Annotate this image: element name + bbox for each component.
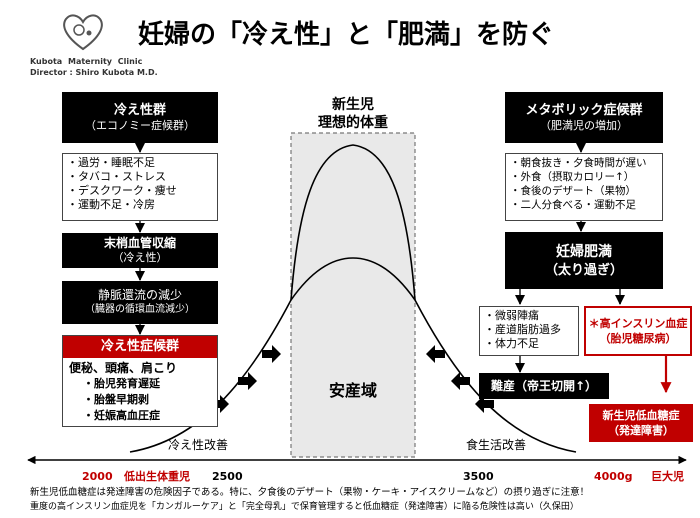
maternal-obesity-box: 妊婦肥満 （太り過ぎ）	[505, 232, 663, 289]
list-item: ・食後のデザート（果物）	[510, 185, 636, 197]
list-item: ・胎児発育遅延	[83, 377, 160, 390]
metabolic-causes-list: ・朝食抜き・夕食時間が遅い ・外食（摂取カロリー↑） ・食後のデザート（果物） …	[505, 153, 663, 221]
tick-3500: 3500	[463, 470, 494, 483]
coldness-syndrome-box: 冷え性症候群 便秘、頭痛、肩こり ・胎児発育遅延 ・胎盤早期剥 ・妊娠高血圧症	[62, 335, 218, 427]
list-item: ・妊娠高血圧症	[83, 409, 160, 422]
venous-return-box: 静脈還流の減少 （臓器の循環血流減少）	[62, 281, 218, 324]
list-item: 便秘、頭痛、肩こり	[69, 361, 178, 375]
list-item: ・デスクワーク・痩せ	[67, 184, 177, 197]
list-item: ・体力不足	[484, 337, 539, 350]
footer-note-2: 重度の高インスリン血症児を「カンガルーケア」と「完全母乳」で保育管理すると低血糖…	[30, 502, 579, 512]
list-item: ・運動不足・冷房	[67, 198, 155, 211]
safe-zone-area	[290, 132, 416, 458]
hyperinsulinemia-box: ＊高インスリン血症 （胎児糖尿病）	[584, 306, 692, 356]
page-title: 妊婦の「冷え性」と「肥満」を防ぐ	[138, 20, 555, 50]
left-improvement-arrows	[210, 345, 281, 413]
ideal-distribution-curve	[290, 144, 416, 301]
neonatal-hypoglycemia-box: 新生児低血糖症 （発達障害）	[589, 404, 693, 442]
diet-improve-label: 食生活改善	[466, 438, 527, 452]
vasoconstriction-box: 末梢血管収縮 （冷え性）	[62, 233, 218, 268]
tick-4000: 4000g	[594, 470, 633, 483]
list-item: ・過労・睡眠不足	[67, 156, 155, 169]
tick-2500: 2500	[212, 470, 243, 483]
coldness-improve-label: 冷え性改善	[168, 438, 229, 452]
list-item: ・二人分食べる・運動不足	[510, 199, 636, 211]
footer-note-1: 新生児低血糖症は発達障害の危険因子である。特に、夕食後のデザート（果物・ケーキ・…	[30, 487, 590, 498]
clinic-director: Director : Shiro Kubota M.D.	[30, 68, 158, 77]
ideal-weight-label: 新生児 理想的体重	[318, 97, 388, 131]
coldness-causes-list: ・過労・睡眠不足 ・タバコ・ストレス ・デスクワーク・痩せ ・運動不足・冷房	[62, 153, 218, 221]
macrosomia-label: 巨大児	[651, 470, 684, 483]
list-item: ・外食（摂取カロリー↑）	[510, 171, 635, 183]
right-flow-arrows	[515, 143, 625, 373]
safe-zone-label: 安産域	[328, 381, 377, 400]
tick-2000: 2000	[82, 470, 113, 483]
metabolic-syndrome-box: メタボリック症候群 （肥満児の増加）	[505, 92, 663, 143]
obesity-effects-list: ・微弱陣痛 ・産道脂肪過多 ・体力不足	[479, 306, 579, 356]
list-item: ・胎盤早期剥	[83, 393, 149, 406]
right-improvement-arrows	[426, 345, 494, 413]
population-distribution-curve	[129, 257, 577, 453]
list-item: ・タバコ・ストレス	[67, 170, 166, 183]
difficult-birth-box: 難産（帝王切開↑）	[479, 373, 609, 399]
list-item: ・朝食抜き・夕食時間が遅い	[510, 157, 647, 169]
list-item: ・産道脂肪過多	[484, 323, 561, 336]
list-item: ・微弱陣痛	[484, 309, 539, 322]
coldness-group-box: 冷え性群 （エコノミー症候群）	[62, 92, 218, 143]
clinic-name: Kubota Maternity Clinic	[30, 57, 143, 66]
clinic-logo	[63, 14, 103, 51]
low-birth-weight-label: 低出生体重児	[124, 470, 190, 483]
coldness-syndrome-title: 冷え性症候群	[63, 336, 217, 358]
